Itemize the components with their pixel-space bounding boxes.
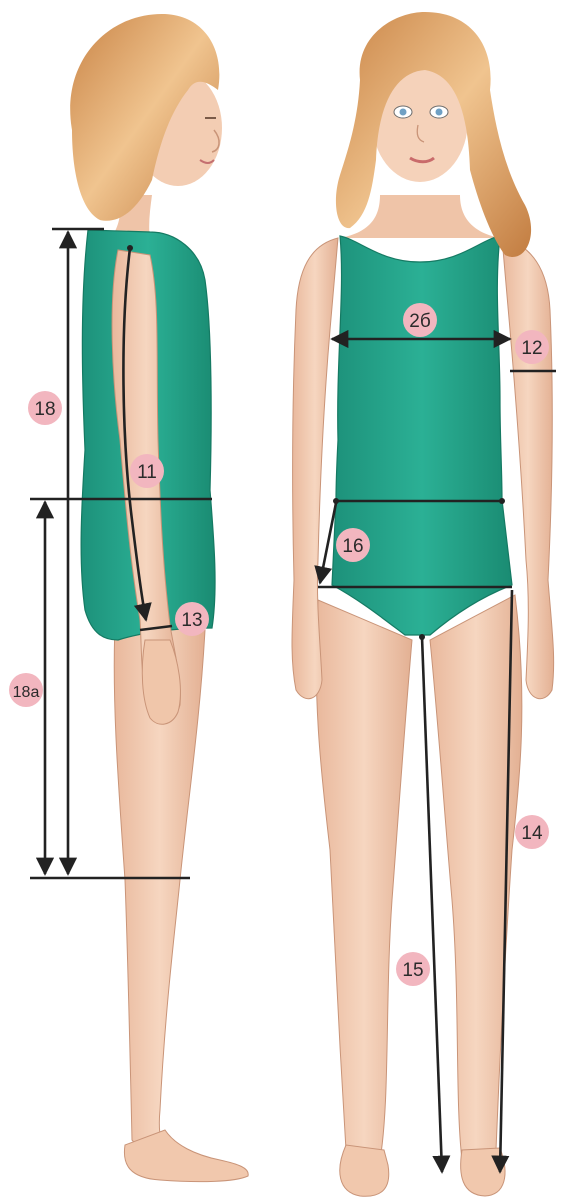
label-2b: 2б [409, 311, 431, 332]
side-view-figure [70, 14, 248, 1182]
label-badge-15: 15 [396, 952, 430, 986]
label-18a: 18a [13, 684, 40, 701]
label-11: 11 [137, 462, 157, 483]
label-badge-11: 11 [130, 454, 164, 488]
label-13: 13 [181, 610, 202, 631]
label-badge-12: 12 [515, 330, 549, 364]
label-badge-18: 18 [28, 391, 62, 425]
label-badge-16: 16 [336, 528, 370, 562]
label-15: 15 [402, 960, 423, 981]
label-badge-2b: 2б [403, 303, 437, 337]
label-badge-14: 14 [515, 815, 549, 849]
label-badge-18a: 18a [9, 673, 43, 707]
front-view-figure [292, 12, 554, 1196]
label-12: 12 [521, 338, 542, 359]
label-18: 18 [34, 399, 55, 420]
label-badge-13: 13 [175, 602, 209, 636]
label-16: 16 [342, 536, 363, 557]
label-14: 14 [521, 823, 543, 844]
